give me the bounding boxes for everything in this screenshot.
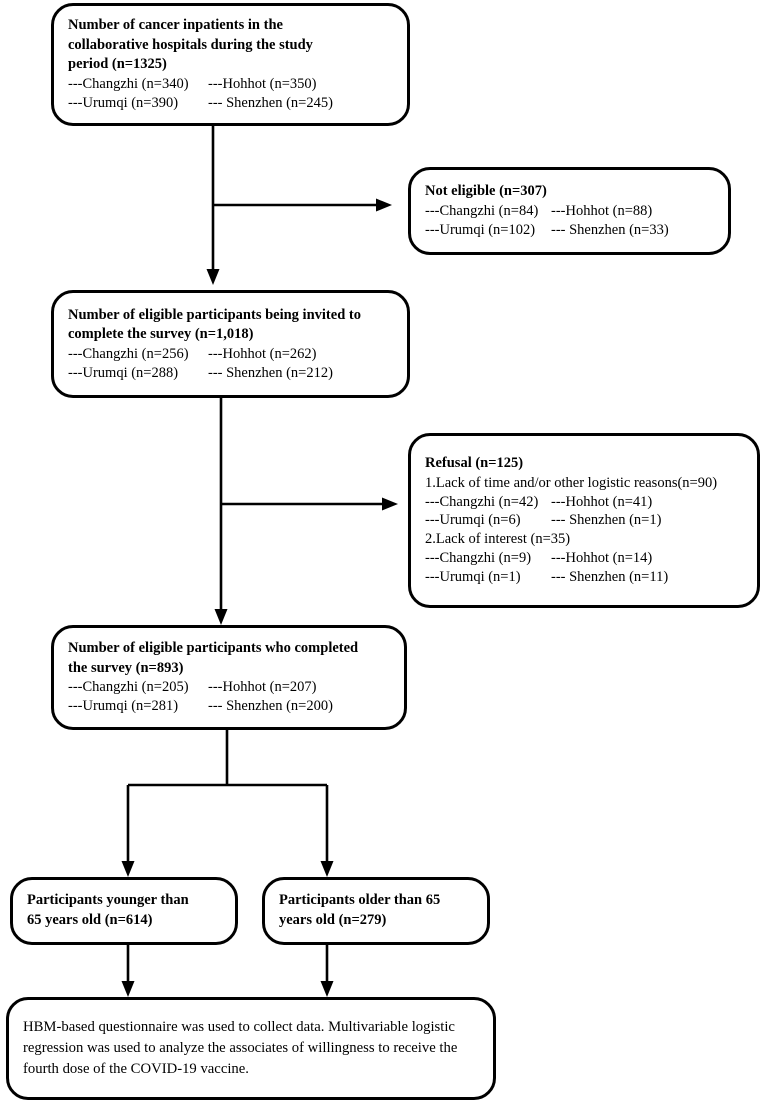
node-title-line1: Number of eligible participants being in… (68, 306, 361, 323)
site-count-left: ---Changzhi (n=9) (425, 550, 532, 567)
site-count-right: --- Shenzhen (n=11) (551, 568, 669, 585)
node-eligible-invited: Number of eligible participants being in… (51, 290, 410, 398)
site-row: ---Urumqi (n=288) --- Shenzhen (n=212) (68, 364, 393, 383)
arrowhead-not-eligible (376, 198, 392, 212)
arrowhead-completed (214, 609, 228, 625)
node-title-line2: years old (n=279) (279, 912, 387, 928)
arrowhead-older (320, 861, 334, 877)
site-row: ---Urumqi (n=281) --- Shenzhen (n=200) (68, 697, 390, 716)
node-title: Not eligible (n=307) (425, 183, 547, 200)
node-title-line2: the survey (n=893) (68, 659, 184, 676)
site-row: ---Urumqi (n=6) --- Shenzhen (n=1) (425, 511, 743, 530)
site-count-right: ---Hohhot (n=88) (551, 202, 653, 219)
node-title-line3: period (n=1325) (68, 56, 167, 73)
node-title-line1: Number of cancer inpatients in the (68, 17, 283, 34)
node-participants-younger-65: Participants younger than 65 years old (… (10, 877, 238, 945)
site-row: ---Changzhi (n=205) ---Hohhot (n=207) (68, 678, 390, 697)
site-count-left: ---Urumqi (n=281) (68, 698, 179, 715)
site-row: ---Urumqi (n=1) --- Shenzhen (n=11) (425, 568, 743, 587)
site-row: ---Changzhi (n=256) ---Hohhot (n=262) (68, 345, 393, 364)
site-count-right: ---Hohhot (n=207) (208, 679, 317, 696)
arrowhead-refusal (382, 497, 398, 511)
node-completed-survey: Number of eligible participants who comp… (51, 625, 407, 730)
site-count-left: ---Urumqi (n=288) (68, 364, 179, 381)
node-analysis-methods: HBM-based questionnaire was used to coll… (6, 997, 496, 1100)
site-count-right: --- Shenzhen (n=212) (208, 364, 333, 381)
node-title-line2: collaborative hospitals during the study (68, 36, 313, 53)
node-title: Refusal (n=125) (425, 455, 524, 472)
arrowhead-younger (121, 861, 135, 877)
site-row: ---Changzhi (n=84) ---Hohhot (n=88) (425, 202, 714, 221)
refusal-reason-1: 1.Lack of time and/or other logistic rea… (425, 474, 718, 491)
site-row: ---Urumqi (n=102) --- Shenzhen (n=33) (425, 221, 714, 240)
site-count-left: ---Urumqi (n=102) (425, 221, 536, 238)
node-title-line2: complete the survey (n=1,018) (68, 326, 254, 343)
arrowhead-analysis-right (320, 981, 334, 997)
site-count-left: ---Changzhi (n=205) (68, 679, 189, 696)
site-row: ---Urumqi (n=390) --- Shenzhen (n=245) (68, 94, 393, 113)
node-title-line1: Number of eligible participants who comp… (68, 640, 359, 657)
analysis-line3: fourth dose of the COVID-19 vaccine. (23, 1060, 249, 1077)
analysis-line1: HBM-based questionnaire was used to coll… (23, 1019, 455, 1036)
site-row: ---Changzhi (n=42) ---Hohhot (n=41) (425, 493, 743, 512)
site-count-right: --- Shenzhen (n=200) (208, 698, 333, 715)
site-row: ---Changzhi (n=9) ---Hohhot (n=14) (425, 549, 743, 568)
node-cancer-inpatients: Number of cancer inpatients in the colla… (51, 3, 410, 126)
node-not-eligible: Not eligible (n=307) ---Changzhi (n=84) … (408, 167, 731, 255)
analysis-line2: regression was used to analyze the assoc… (23, 1040, 458, 1057)
node-title-line1: Participants older than 65 (279, 892, 441, 909)
node-refusal: Refusal (n=125) 1.Lack of time and/or ot… (408, 433, 760, 608)
site-count-left: ---Changzhi (n=256) (68, 345, 189, 362)
site-count-right: ---Hohhot (n=14) (551, 550, 653, 567)
site-count-right: ---Hohhot (n=41) (551, 493, 653, 510)
site-count-left: ---Urumqi (n=1) (425, 568, 521, 585)
site-count-right: --- Shenzhen (n=245) (208, 94, 333, 111)
node-participants-older-65: Participants older than 65 years old (n=… (262, 877, 490, 945)
site-count-right: ---Hohhot (n=350) (208, 75, 317, 92)
site-row: ---Changzhi (n=340) ---Hohhot (n=350) (68, 75, 393, 94)
site-count-right: ---Hohhot (n=262) (208, 345, 317, 362)
refusal-reason-2: 2.Lack of interest (n=35) (425, 531, 571, 548)
site-count-left: ---Urumqi (n=390) (68, 94, 179, 111)
arrowhead-invited (206, 269, 220, 285)
site-count-left: ---Changzhi (n=340) (68, 75, 189, 92)
site-count-right: --- Shenzhen (n=1) (551, 512, 662, 529)
site-count-left: ---Urumqi (n=6) (425, 512, 521, 529)
site-count-right: --- Shenzhen (n=33) (551, 221, 669, 238)
node-title-line2: 65 years old (n=614) (27, 912, 153, 928)
site-count-left: ---Changzhi (n=84) (425, 202, 539, 219)
site-count-left: ---Changzhi (n=42) (425, 493, 539, 510)
node-title-line1: Participants younger than (27, 892, 189, 909)
arrowhead-analysis-left (121, 981, 135, 997)
